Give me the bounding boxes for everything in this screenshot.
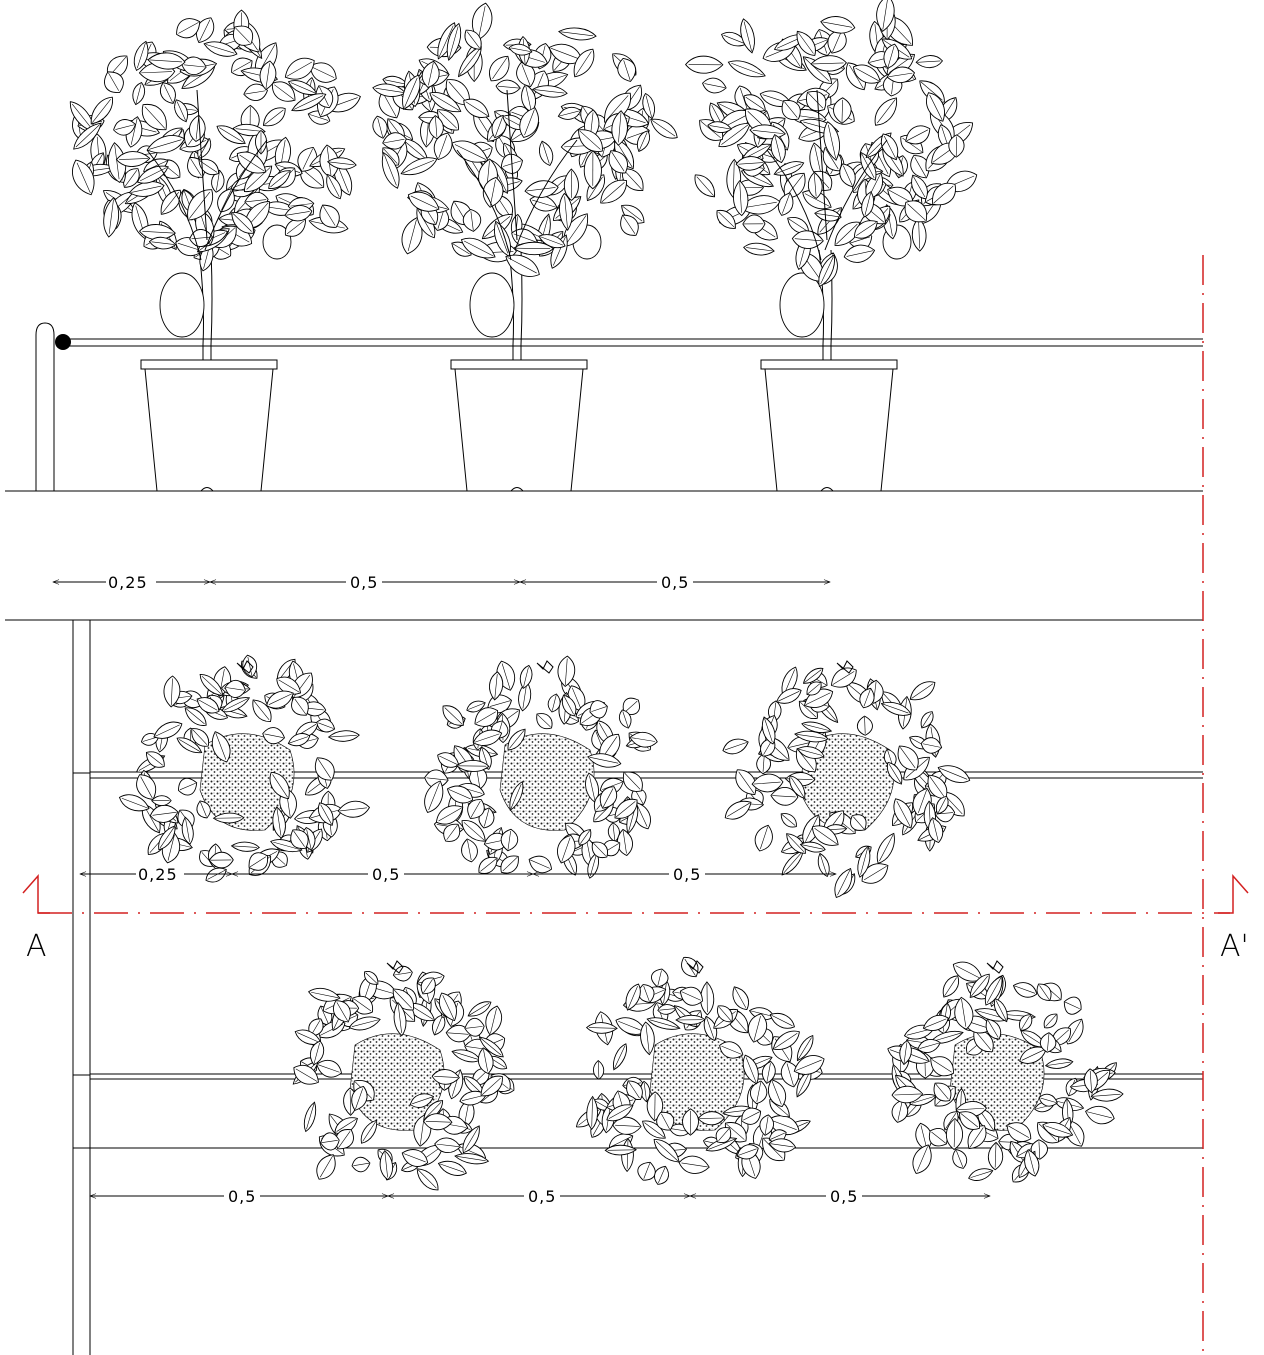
- plan-r2-dim-2: 0,5: [528, 1187, 556, 1206]
- plan-r1-dim-1: 0,25: [138, 865, 178, 884]
- plan-r2-dim-1: 0,5: [228, 1187, 256, 1206]
- potted-lemon-tree: [372, 2, 678, 492]
- plan-plant: [575, 956, 825, 1185]
- lemon-fruit: [779, 272, 825, 338]
- elev-dim-2: 0,5: [350, 573, 378, 592]
- pot-rim: [450, 359, 588, 370]
- plan-row2-dimensions: 0,5 0,5 0,5: [89, 1186, 991, 1206]
- railing-post: [35, 322, 55, 491]
- section-mark-left: [22, 874, 50, 914]
- plan-plant: [424, 655, 658, 879]
- plan-view: 0,25 0,5 0,5 0,5 0,5 0,5: [5, 619, 1203, 1355]
- plan-row1-dimensions: 0,25 0,5 0,5: [79, 864, 837, 884]
- pot-body: [764, 368, 894, 492]
- section-label-right: A': [1220, 929, 1249, 964]
- pot-rim: [140, 359, 278, 370]
- potted-lemon-tree: [685, 0, 978, 492]
- potted-lemon-tree: [69, 9, 361, 492]
- railing-knob: [55, 334, 71, 350]
- lemon-fruit: [469, 272, 515, 338]
- lemon-fruit: [159, 272, 205, 338]
- plan-plant: [887, 960, 1124, 1183]
- plan-r1-dim-3: 0,5: [673, 865, 701, 884]
- section-mark-right: [1218, 874, 1249, 914]
- pot-rim: [760, 359, 898, 370]
- section-label-left: A: [26, 929, 47, 964]
- plan-plants: [118, 654, 1124, 1191]
- elevation-dimensions: 0,25 0,5 0,5: [52, 572, 831, 592]
- elevation-plants: [69, 0, 978, 492]
- plan-r1-dim-2: 0,5: [372, 865, 400, 884]
- plan-r2-dim-3: 0,5: [830, 1187, 858, 1206]
- section-lines: A A': [22, 255, 1249, 1355]
- elev-dim-3: 0,5: [661, 573, 689, 592]
- plan-plant: [118, 654, 371, 883]
- pot-body: [144, 368, 274, 492]
- plan-plant: [722, 660, 971, 898]
- elevation-view: 0,25 0,5 0,5: [5, 0, 1203, 592]
- plan-plant: [292, 960, 515, 1191]
- pot-body: [454, 368, 584, 492]
- elev-dim-1: 0,25: [108, 573, 148, 592]
